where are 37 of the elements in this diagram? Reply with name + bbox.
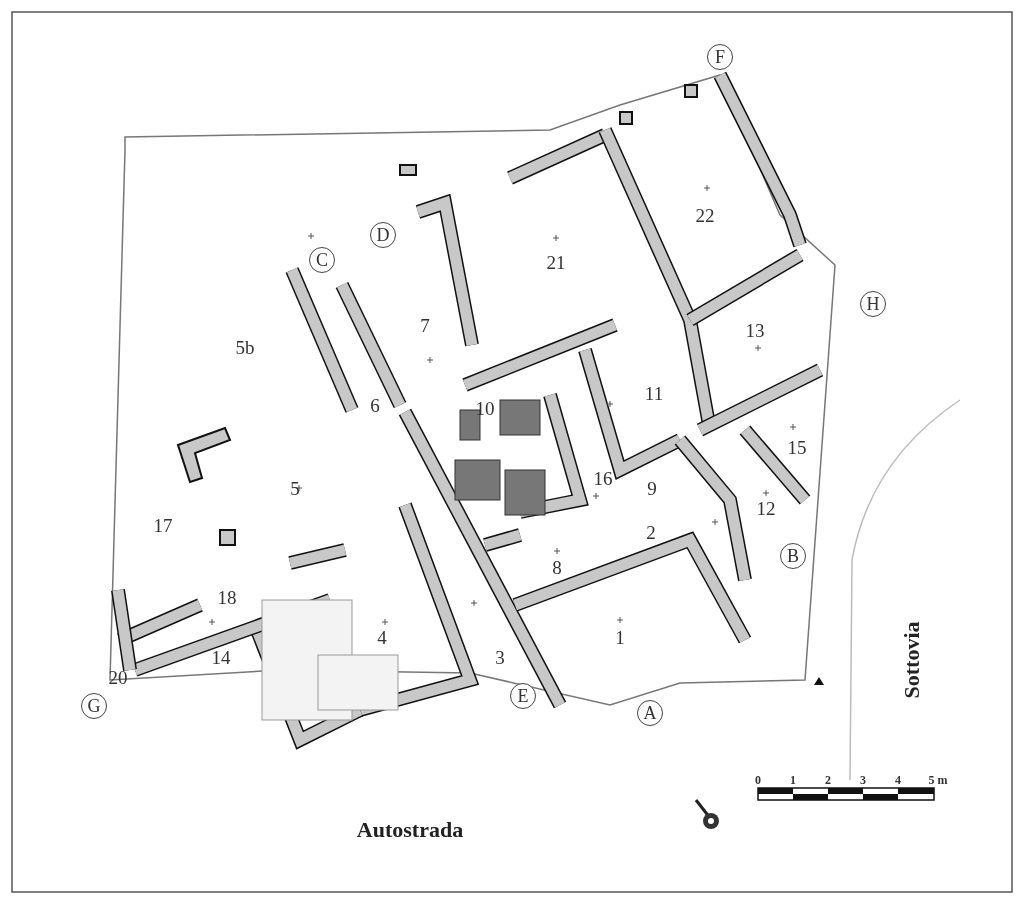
point-label: E xyxy=(510,683,536,709)
room-number: 16 xyxy=(593,468,613,488)
scale-label: 1 xyxy=(790,774,796,786)
road-name: Autostrada xyxy=(356,819,464,841)
point-label: H xyxy=(860,291,886,317)
room-number: 9 xyxy=(647,478,657,498)
room-number: 7 xyxy=(420,315,430,335)
room-number: 15 xyxy=(787,437,807,457)
point-label: A xyxy=(637,700,663,726)
room-number: 1 xyxy=(615,627,625,647)
room-number: 6 xyxy=(370,395,380,415)
room-number: 21 xyxy=(546,252,566,272)
room-number: 5 xyxy=(290,478,300,498)
room-number: 5b xyxy=(235,337,255,357)
point-label: C xyxy=(309,247,335,273)
room-number: 3 xyxy=(495,647,505,667)
room-number: 10 xyxy=(475,398,495,418)
scale-label: 3 xyxy=(860,774,866,786)
room-number: 2 xyxy=(646,522,656,542)
room-number: 14 xyxy=(211,647,231,667)
road-name: Sottovia xyxy=(901,621,923,699)
point-label: B xyxy=(780,543,806,569)
room-number: 4 xyxy=(377,627,387,647)
room-number: 12 xyxy=(756,498,776,518)
room-number: 11 xyxy=(644,383,664,403)
point-label: D xyxy=(370,222,396,248)
scale-label: 2 xyxy=(825,774,831,786)
scale-label: 5 m xyxy=(928,774,948,786)
room-number: 17 xyxy=(153,515,173,535)
room-number: 13 xyxy=(745,320,765,340)
scale-label: 4 xyxy=(895,774,901,786)
point-label: G xyxy=(81,693,107,719)
scale-label: 0 xyxy=(755,774,761,786)
room-number: 18 xyxy=(217,587,237,607)
room-number: 8 xyxy=(552,557,562,577)
room-number: 22 xyxy=(695,205,715,225)
point-label: F xyxy=(707,44,733,70)
